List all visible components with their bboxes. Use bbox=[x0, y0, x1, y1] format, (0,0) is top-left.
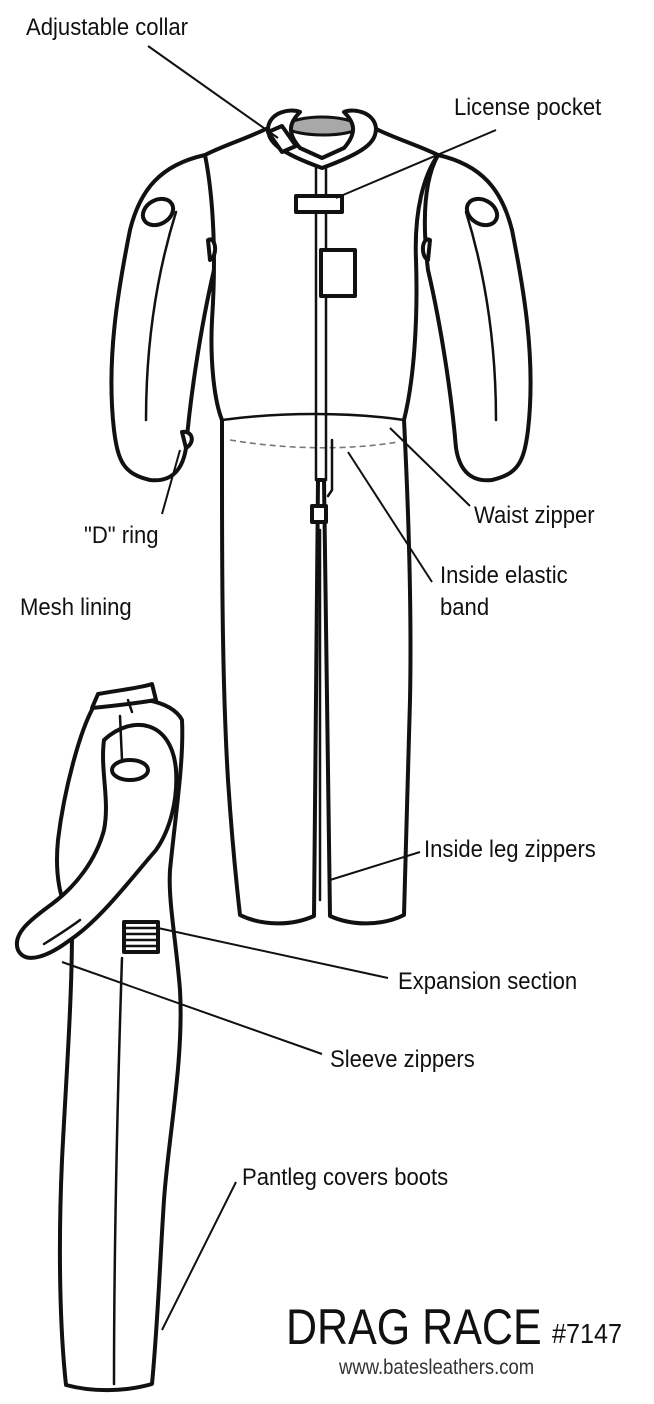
side-torso-seam bbox=[118, 714, 124, 762]
leader-d-ring bbox=[161, 449, 181, 515]
leader-expansion-section bbox=[157, 927, 389, 979]
label-adjustable-collar: Adjustable collar bbox=[26, 14, 189, 41]
front-view-suit bbox=[109, 108, 533, 926]
left-shoulder-pad bbox=[140, 196, 176, 228]
front-right-sleeve bbox=[422, 153, 533, 483]
website-url: www.batesleathers.com bbox=[339, 1356, 535, 1379]
leader-lines bbox=[61, 45, 497, 1331]
leader-pantleg-covers-boots bbox=[161, 1181, 237, 1331]
license-pocket-shape bbox=[294, 194, 344, 214]
label-license-pocket: License pocket bbox=[454, 94, 602, 121]
waist-zipper-line bbox=[326, 438, 334, 498]
side-collar bbox=[90, 682, 158, 710]
label-inside-elastic-band-line1: Inside elastic bbox=[440, 562, 568, 589]
expansion-section-shape bbox=[122, 920, 160, 954]
right-elbow-ring bbox=[421, 237, 432, 262]
leader-inside-leg-zippers bbox=[329, 851, 421, 881]
label-expansion-section: Expansion section bbox=[398, 968, 578, 995]
front-center-zipper bbox=[314, 166, 328, 482]
front-body bbox=[203, 126, 440, 926]
leader-sleeve-zippers bbox=[61, 961, 323, 1055]
leader-waist-zipper bbox=[389, 427, 471, 507]
right-shoulder-pad bbox=[464, 196, 500, 228]
side-leg-seam bbox=[112, 956, 124, 1386]
label-waist-zipper: Waist zipper bbox=[474, 502, 595, 529]
front-elastic-band-dashes bbox=[229, 439, 399, 449]
collar-tab bbox=[266, 124, 298, 154]
label-inside-elastic-band-line2: band bbox=[440, 594, 490, 621]
label-sleeve-zippers: Sleeve zippers bbox=[330, 1046, 475, 1073]
front-collar bbox=[266, 108, 378, 170]
label-mesh-lining: Mesh lining bbox=[20, 594, 132, 621]
side-sleeve bbox=[14, 723, 179, 960]
side-collar-interior bbox=[126, 698, 134, 714]
leader-inside-elastic-band bbox=[347, 451, 433, 583]
chest-patch bbox=[319, 248, 357, 298]
left-elbow-ring bbox=[206, 237, 217, 262]
label-d-ring: "D" ring bbox=[84, 522, 159, 549]
side-shoulder-pad bbox=[110, 758, 150, 782]
front-waist-seam bbox=[220, 412, 406, 422]
leader-license-pocket bbox=[335, 129, 497, 199]
side-view-suit bbox=[14, 682, 185, 1393]
zipper-pull bbox=[310, 504, 328, 524]
label-inside-leg-zippers: Inside leg zippers bbox=[424, 836, 596, 863]
d-ring-shape bbox=[180, 429, 194, 450]
leader-adjustable-collar bbox=[147, 45, 279, 139]
front-left-sleeve-panel-line bbox=[144, 210, 178, 422]
front-right-sleeve-panel-line bbox=[464, 210, 498, 422]
model-name: DRAG RACE bbox=[286, 1299, 542, 1355]
side-sleeve-zipper bbox=[42, 918, 82, 946]
model-number: #7147 bbox=[552, 1318, 623, 1349]
label-pantleg-covers-boots: Pantleg covers boots bbox=[242, 1164, 449, 1191]
